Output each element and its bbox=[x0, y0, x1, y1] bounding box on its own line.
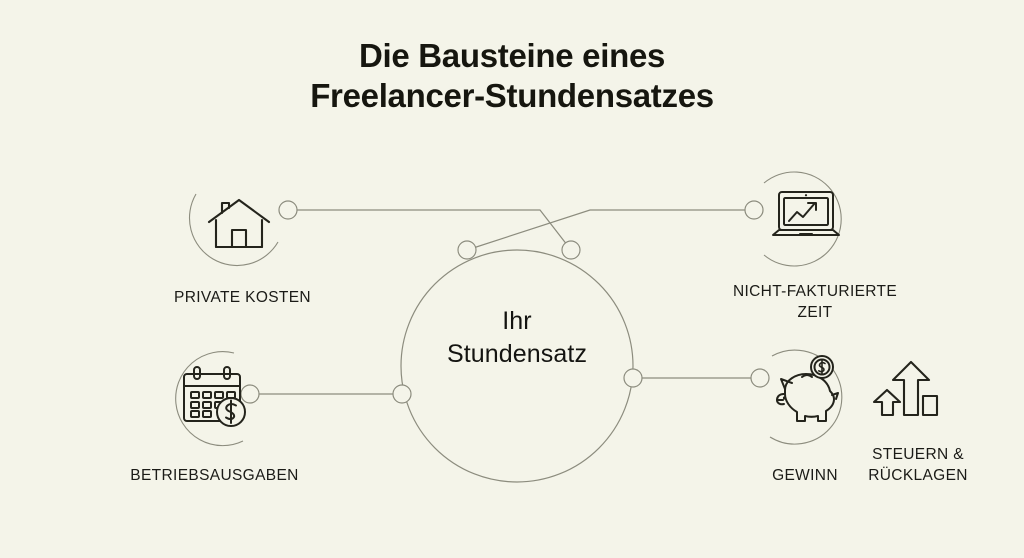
connector-private-kosten bbox=[291, 209, 572, 251]
ring-arc-gewinn bbox=[769, 349, 843, 445]
node-label-steuern-ruecklagen-line-2: RÜCKLAGEN bbox=[868, 466, 968, 484]
node-label-private-kosten-line-1: PRIVATE KOSTEN bbox=[174, 289, 311, 306]
node-label-nicht-fakturierte-zeit: NICHT-FAKTURIERTE ZEIT bbox=[700, 282, 930, 324]
central-hub-label: Ihr Stundensatz bbox=[392, 305, 642, 371]
page-title: Die Bausteine eines Freelancer-Stundensa… bbox=[0, 36, 1024, 117]
central-hub-circle bbox=[400, 249, 634, 483]
outer-node-betriebsausgaben[interactable] bbox=[240, 384, 260, 404]
piggy-bank-icon bbox=[776, 355, 839, 422]
node-label-gewinn-line-1: GEWINN bbox=[772, 467, 838, 484]
node-label-nicht-fakturierte-zeit-line-1: NICHT-FAKTURIERTE bbox=[732, 283, 898, 300]
hub-node-bottom-left[interactable] bbox=[392, 384, 412, 404]
node-label-private-kosten: PRIVATE KOSTEN bbox=[130, 288, 355, 309]
title-line-1: Die Bausteine eines bbox=[358, 37, 666, 74]
outer-node-gewinn[interactable] bbox=[750, 368, 770, 388]
node-label-betriebsausgaben: BETRIEBSAUSGABEN bbox=[92, 466, 337, 487]
hub-node-top-left[interactable] bbox=[457, 240, 477, 260]
central-hub-label-line-1: Ihr bbox=[502, 307, 532, 335]
title-line-2: Freelancer-Stundensatzes bbox=[310, 77, 714, 115]
node-label-nicht-fakturierte-zeit-line-2: ZEIT bbox=[797, 303, 833, 321]
node-label-betriebsausgaben-line-1: BETRIEBSAUSGABEN bbox=[130, 467, 299, 484]
ring-arc-private-kosten bbox=[188, 193, 279, 267]
calendar-dollar-icon bbox=[183, 366, 246, 427]
central-hub-label-line-2: Stundensatz bbox=[446, 340, 588, 368]
node-label-steuern-ruecklagen-line-1: STEUERN & bbox=[872, 446, 964, 463]
outer-node-nicht-fakturierte-zeit[interactable] bbox=[744, 200, 764, 220]
node-label-steuern-ruecklagen: STEUERN & RÜCKLAGEN bbox=[838, 445, 998, 487]
connector-nicht-fakturierte-zeit bbox=[466, 209, 752, 251]
ring-arc-nicht-fakturierte-zeit bbox=[763, 171, 842, 267]
growth-arrows-icon bbox=[872, 360, 939, 417]
hub-node-top-right[interactable] bbox=[561, 240, 581, 260]
outer-node-private-kosten[interactable] bbox=[278, 200, 298, 220]
ring-arc-betriebsausgaben bbox=[175, 351, 244, 447]
node-label-gewinn: GEWINN bbox=[740, 466, 870, 487]
hub-node-bottom-right[interactable] bbox=[623, 368, 643, 388]
laptop-chart-icon bbox=[772, 191, 840, 236]
house-icon bbox=[207, 198, 271, 249]
